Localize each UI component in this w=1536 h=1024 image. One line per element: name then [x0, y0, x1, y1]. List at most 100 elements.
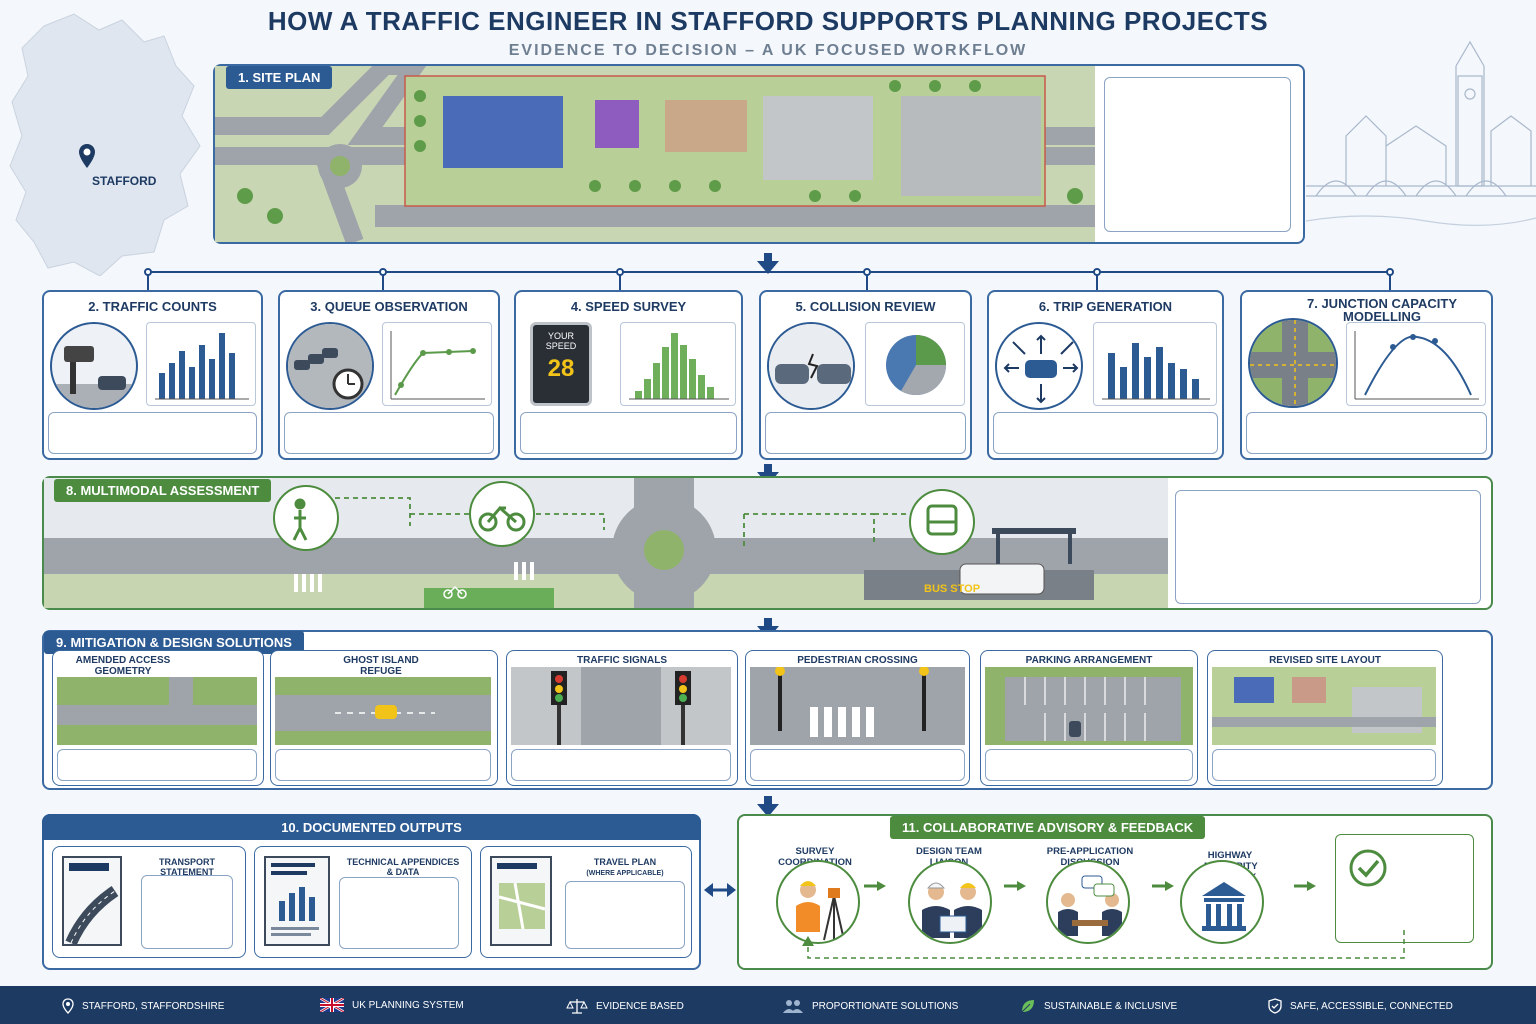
feedback-loop-line	[802, 930, 1405, 959]
design-team-liaison-icon	[908, 860, 992, 944]
amended-access-illustration	[57, 677, 257, 745]
card-traffic-counts: 2. TRAFFIC COUNTS	[42, 290, 263, 460]
location-pin-icon	[79, 144, 95, 168]
technical-appendices-book-icon	[264, 856, 330, 946]
flow-arrow-green	[1004, 881, 1026, 891]
parking-arrangement-note-box[interactable]	[985, 749, 1193, 781]
multimodal-tag: 8. MULTIMODAL ASSESSMENT	[54, 479, 272, 502]
flow-arrow-green	[1294, 881, 1316, 891]
speed-sign-line2: SPEED	[545, 341, 577, 351]
site-plan-tag: 1. SITE PLAN	[226, 66, 333, 89]
advisory-outcome-note-box[interactable]	[1335, 834, 1474, 943]
speed-survey-note-box[interactable]	[520, 412, 737, 454]
shield-icon	[1268, 998, 1282, 1014]
solution-ghost-island: GHOST ISLAND REFUGE	[270, 650, 498, 786]
card-collision-review: 5. COLLISION REVIEW	[759, 290, 972, 460]
flow-arrow-green	[864, 881, 886, 891]
trip-generation-note-box[interactable]	[993, 412, 1218, 454]
solution-pedestrian-crossing: PEDESTRIAN CROSSING	[745, 650, 970, 786]
card-speed-survey: 4. SPEED SURVEY YOUR SPEED 28	[514, 290, 743, 460]
site-plan-note-box[interactable]	[1104, 77, 1291, 232]
people-icon	[783, 1000, 803, 1013]
stopwatch-queue-icon	[286, 322, 374, 410]
page-subtitle: EVIDENCE TO DECISION – A UK FOCUSED WORK…	[508, 42, 1028, 59]
output-note: (WHERE APPLICABLE)	[586, 870, 664, 877]
capacity-curve-chart	[1346, 322, 1486, 406]
card-trip-generation: 6. TRIP GENERATION	[987, 290, 1224, 460]
traffic-counts-note-box[interactable]	[48, 412, 257, 454]
flow-arrow	[757, 253, 779, 274]
junction-icon	[1248, 318, 1338, 408]
scales-icon	[566, 999, 588, 1014]
footer-label: STAFFORD, STAFFORDSHIRE	[82, 1000, 225, 1012]
collision-pie-chart	[865, 322, 965, 406]
card-junction-capacity-modelling: 7. JUNCTION CAPACITY MODELLING	[1240, 290, 1493, 460]
pedestrian-crossing-illustration	[750, 667, 965, 745]
speed-sign: YOUR SPEED 28	[530, 322, 592, 406]
trip-generation-bar-chart	[1093, 322, 1217, 406]
card-title: 6. TRIP GENERATION	[1038, 299, 1173, 314]
pedestrian-crossing-note-box[interactable]	[750, 749, 965, 781]
card-title: 5. COLLISION REVIEW	[795, 299, 936, 314]
junction-capacity-note-box[interactable]	[1246, 412, 1487, 454]
card-title: 4. SPEED SURVEY	[570, 299, 687, 314]
output-label: TRAVEL PLAN	[593, 857, 657, 867]
footer-item: EVIDENCE BASED	[566, 998, 684, 1014]
footer-label: EVIDENCE BASED	[596, 1000, 684, 1012]
flow-arrow-green	[1152, 881, 1174, 891]
transport-statement-note-box[interactable]	[141, 875, 233, 949]
technical-appendices-note-box[interactable]	[339, 877, 459, 949]
pre-application-discussion-icon	[1046, 860, 1130, 944]
card-title: 7. JUNCTION CAPACITY MODELLING	[1307, 296, 1457, 324]
solution-revised-site-layout: REVISED SITE LAYOUT	[1207, 650, 1443, 786]
traffic-signals-illustration	[511, 667, 731, 745]
two-way-arrow-icon	[704, 883, 736, 897]
output-technical-appendices: TECHNICAL APPENDICES & DATA	[254, 846, 472, 958]
solution-title: GHOST ISLAND REFUGE	[343, 655, 419, 677]
speed-sign-line1: YOUR	[547, 331, 574, 341]
speed-sign-value: 28	[547, 355, 575, 382]
output-transport-statement: TRANSPORT STATEMENT	[52, 846, 246, 958]
footer-item: UK PLANNING SYSTEM	[320, 998, 464, 1012]
queue-observation-note-box[interactable]	[284, 412, 494, 454]
collision-review-note-box[interactable]	[765, 412, 966, 454]
revised-site-layout-note-box[interactable]	[1212, 749, 1436, 781]
solution-title: AMENDED ACCESS GEOMETRY	[75, 655, 171, 677]
amended-access-note-box[interactable]	[57, 749, 257, 781]
output-label: TECHNICAL APPENDICES & DATA	[346, 857, 460, 877]
solution-title: PARKING ARRANGEMENT	[1025, 655, 1153, 666]
travel-plan-book-icon	[490, 856, 552, 946]
footer-label: SAFE, ACCESSIBLE, CONNECTED	[1290, 1000, 1453, 1012]
location-pin-icon	[62, 998, 74, 1014]
leaf-icon	[1021, 1000, 1034, 1013]
output-travel-plan: TRAVEL PLAN (WHERE APPLICABLE)	[480, 846, 692, 958]
county-map	[9, 13, 201, 276]
ghost-island-illustration	[275, 677, 491, 745]
counts-bar-chart	[146, 322, 256, 406]
solution-parking-arrangement: PARKING ARRANGEMENT	[980, 650, 1198, 786]
footer-item: PROPORTIONATE SOLUTIONS	[782, 998, 958, 1014]
union-flag-icon	[320, 998, 344, 1012]
traffic-signals-note-box[interactable]	[511, 749, 731, 781]
solution-title: PEDESTRIAN CROSSING	[797, 655, 918, 666]
queue-line-chart	[382, 322, 492, 406]
multimodal-note-box[interactable]	[1175, 490, 1481, 604]
solution-amended-access: AMENDED ACCESS GEOMETRY	[52, 650, 264, 786]
branch-connector	[144, 268, 1394, 290]
footer-label: PROPORTIONATE SOLUTIONS	[812, 1000, 959, 1012]
ghost-island-note-box[interactable]	[275, 749, 491, 781]
survey-coordination-icon	[776, 860, 860, 944]
map-location-label: STAFFORD	[92, 174, 157, 188]
transport-statement-book-icon	[62, 856, 122, 946]
card-title: 3. QUEUE OBSERVATION	[310, 299, 468, 314]
travel-plan-note-box[interactable]	[565, 881, 685, 949]
card-title: 2. TRAFFIC COUNTS	[88, 299, 217, 314]
speed-histogram	[620, 322, 736, 406]
parking-arrangement-illustration	[985, 667, 1193, 745]
solution-title: TRAFFIC SIGNALS	[577, 655, 667, 666]
site-plan-illustration	[215, 66, 1095, 242]
footer-item: SUSTAINABLE & INCLUSIVE	[1020, 998, 1177, 1014]
checkmark-icon	[1349, 849, 1387, 887]
solution-title: REVISED SITE LAYOUT	[1269, 655, 1381, 666]
page-title: HOW A TRAFFIC ENGINEER IN STAFFORD SUPPO…	[267, 6, 1269, 36]
